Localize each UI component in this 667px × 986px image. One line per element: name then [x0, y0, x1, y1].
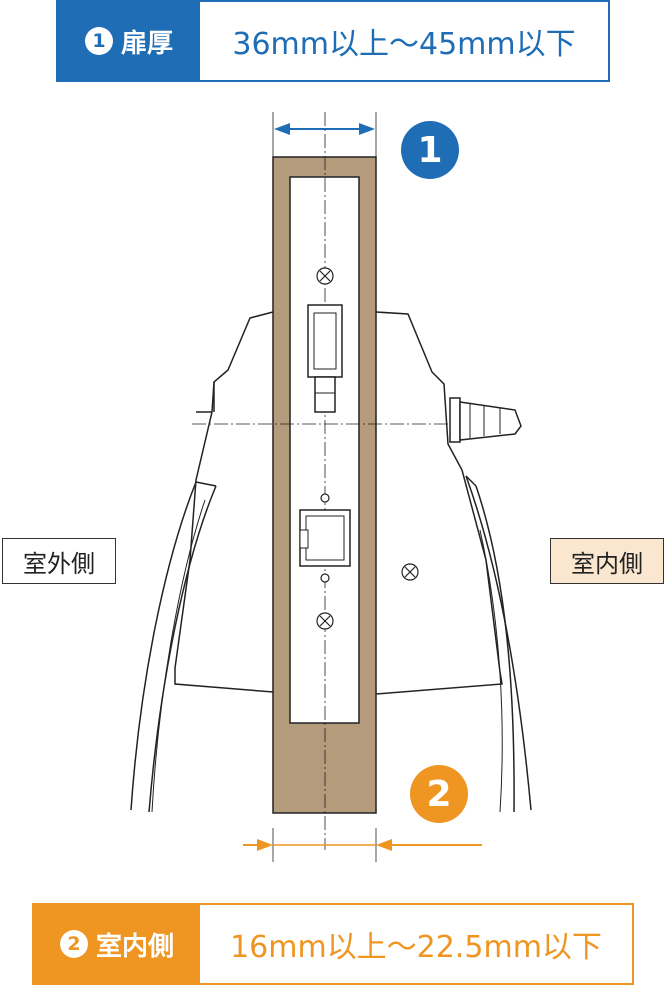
screw-icon-lower	[316, 612, 334, 630]
lock-body	[289, 176, 360, 724]
lock-case-outline-right	[375, 311, 503, 695]
spec-label-indoor-side: 2 室内側	[34, 905, 200, 983]
spec-value-door-thickness: 36mm以上〜45mm以下	[200, 2, 608, 80]
marker-2-indoor-depth: 2	[410, 765, 468, 823]
door-thickness-spec: 1 扉厚 36mm以上〜45mm以下	[56, 0, 610, 82]
screw-icon-top	[316, 267, 334, 285]
marker-1-door-thickness: 1	[401, 121, 459, 179]
thumb-turn-knob	[449, 397, 522, 443]
outdoor-lever-curve	[130, 481, 197, 811]
indoor-side-label: 室内側	[550, 538, 664, 584]
indoor-lever-curve	[465, 475, 532, 811]
outdoor-side-label: 室外側	[2, 538, 116, 584]
spec-value-indoor-side: 16mm以上〜22.5mm以下	[200, 905, 632, 983]
spec-label-text: 扉厚	[120, 28, 173, 59]
door-thickness-dimension	[272, 112, 377, 157]
spec-label-door-thickness: 1 扉厚	[58, 2, 200, 80]
spec-label-text: 室内側	[95, 931, 174, 962]
indoor-side-spec: 2 室内側 16mm以上〜22.5mm以下	[32, 903, 634, 985]
lock-case-outline	[174, 311, 274, 693]
number-badge-1: 1	[84, 27, 113, 55]
deadbolt	[307, 304, 343, 413]
screw-icon-case	[401, 563, 419, 581]
latch	[299, 493, 351, 583]
indoor-depth-dimension	[243, 828, 482, 862]
number-badge-2: 2	[59, 930, 88, 958]
